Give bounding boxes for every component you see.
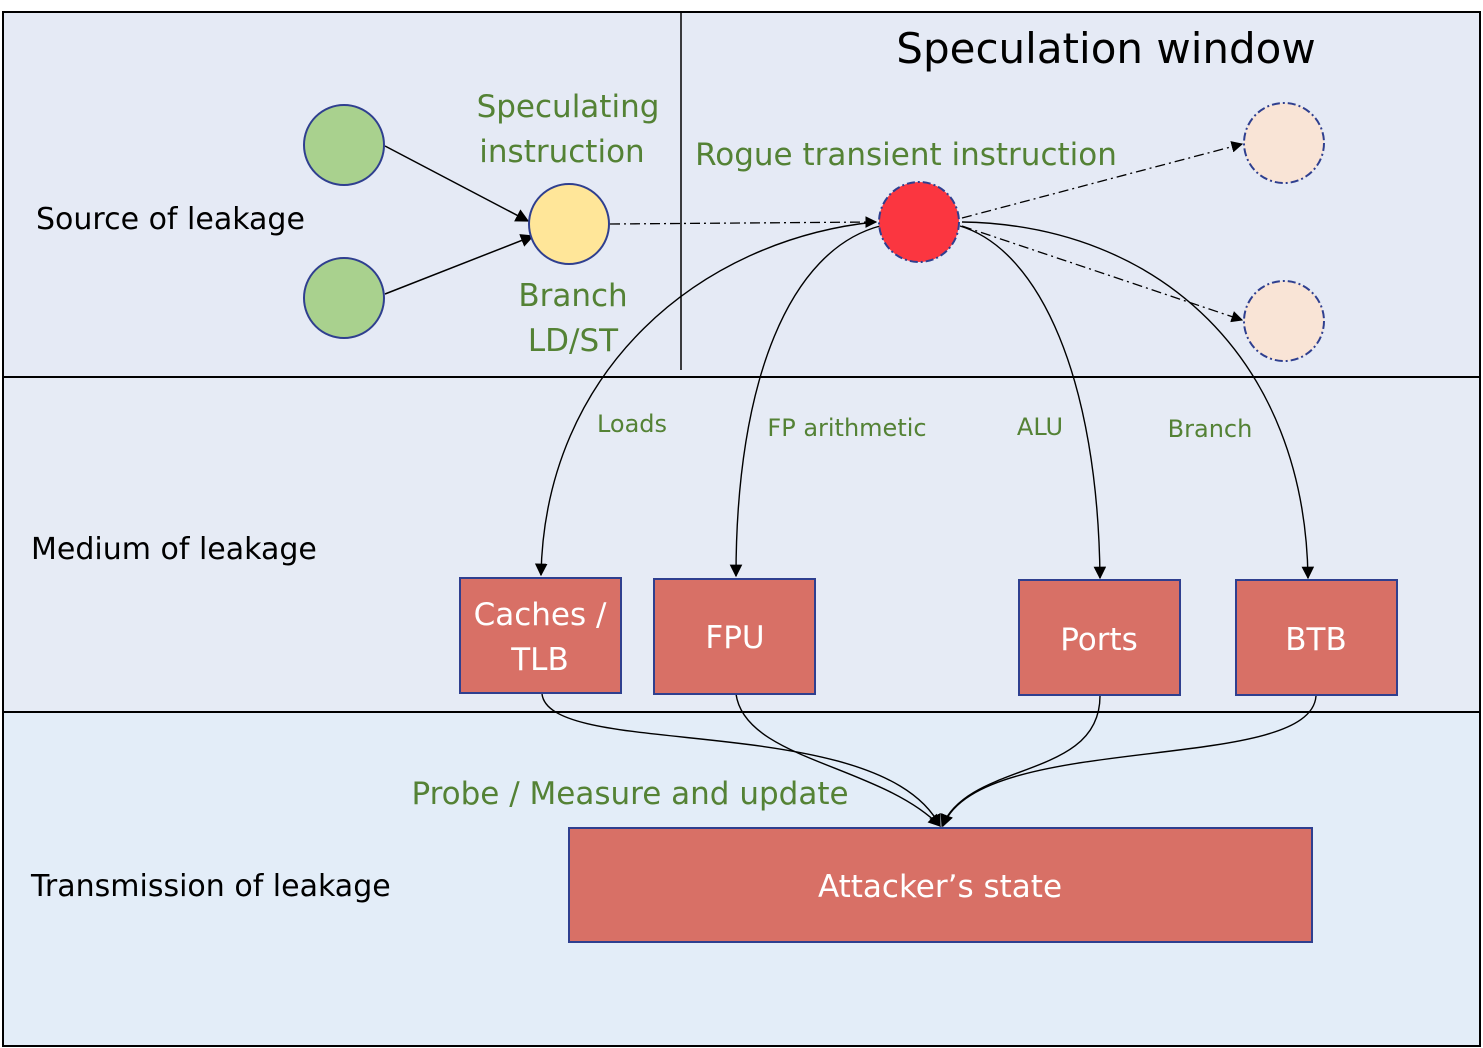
edge-label-probe: Probe / Measure and update — [411, 776, 848, 812]
speculating-label-line1: Speculating — [477, 89, 660, 125]
edge-rogue-to-future2 — [961, 225, 1244, 323]
box-ports-label: Ports — [1060, 622, 1138, 658]
input-node-1 — [303, 104, 385, 186]
box-caches-label-line1: Caches / — [474, 597, 607, 633]
rogue-label: Rogue transient instruction — [695, 137, 1117, 173]
box-caches-tlb — [459, 577, 622, 694]
rogue-node — [878, 181, 960, 263]
branch-label-line2: LD/ST — [528, 323, 619, 359]
speculation-window-title: Speculation window — [896, 24, 1315, 73]
band-label-medium: Medium of leakage — [31, 532, 317, 567]
box-attacker-label: Attacker’s state — [818, 869, 1062, 905]
edge-rogue-to-caches — [534, 221, 876, 577]
speculating-label-line2: instruction — [479, 134, 644, 170]
box-fpu — [653, 578, 816, 695]
edge-label-loads: Loads — [597, 410, 667, 438]
edge-input1-to-speculating — [384, 145, 530, 222]
edge-label-branch: Branch — [1168, 415, 1253, 443]
future-node-1 — [1243, 102, 1325, 184]
box-ports — [1018, 579, 1181, 696]
edge-speculating-to-rogue — [609, 216, 878, 228]
edge-btb-to-attacker — [941, 695, 1317, 828]
edge-rogue-to-ports — [959, 225, 1107, 580]
edge-fpu-to-attacker — [735, 693, 941, 827]
branch-label-line1: Branch — [518, 278, 627, 314]
band-label-transmission: Transmission of leakage — [30, 869, 391, 904]
speculating-node — [528, 183, 610, 265]
box-btb — [1235, 579, 1398, 696]
edge-rogue-to-future1 — [961, 141, 1244, 219]
edge-label-alu: ALU — [1017, 413, 1063, 441]
edge-rogue-to-btb — [961, 221, 1315, 580]
future-node-2 — [1243, 280, 1325, 362]
box-fpu-label: FPU — [705, 620, 764, 656]
band-label-source: Source of leakage — [36, 202, 305, 237]
edge-rogue-to-fpu — [729, 225, 881, 578]
box-caches-label-line2: TLB — [510, 642, 568, 678]
box-attacker-state — [568, 827, 1313, 943]
input-node-2 — [303, 257, 385, 339]
edge-caches-to-attacker — [541, 693, 941, 828]
box-btb-label: BTB — [1285, 622, 1346, 658]
edge-label-fp-arithmetic: FP arithmetic — [767, 414, 926, 442]
edge-input2-to-speculating — [384, 234, 535, 295]
